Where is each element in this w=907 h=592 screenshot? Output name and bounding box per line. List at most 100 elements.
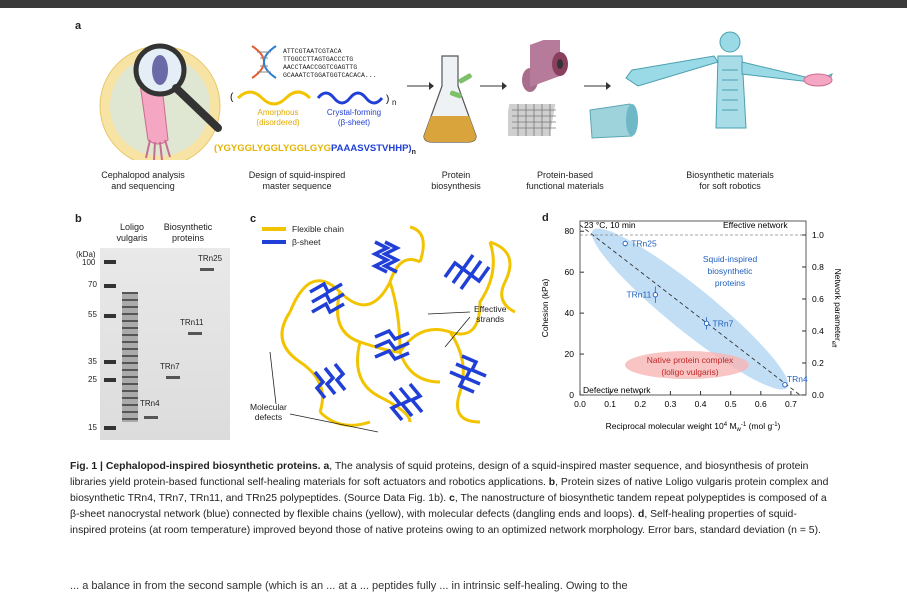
data-point (622, 240, 628, 247)
caption-materials: Protein-based functional materials (510, 170, 620, 192)
xlabel-sup: 4 (724, 422, 728, 428)
caption-c-label: c (449, 493, 455, 504)
band-label: TRn25 (198, 254, 223, 263)
gel-col2-header: Biosynthetic proteins (156, 222, 220, 244)
caption-analysis: Cephalopod analysis and sequencing (82, 170, 204, 192)
crystal-label: Crystal-forming (β-sheet) (314, 108, 394, 128)
panel-c-label: c (250, 213, 257, 225)
native-label: Native protein complex (647, 355, 734, 365)
ladder-tick: 35 (88, 357, 97, 366)
caption-d-text: , Self-healing properties of squid-inspi… (70, 509, 821, 536)
flask-icon (423, 55, 477, 143)
caption-line: Protein-based (536, 170, 594, 180)
effective-network-label: Effective network (723, 220, 788, 230)
dna-sequence: ATTCGTAATCGTACA TTGGCCTTAGTGACCCTG AACCT… (283, 48, 377, 80)
legend-flexible-swatch (262, 227, 286, 231)
y2-axis-label: Network parametereff (830, 269, 843, 348)
kda-label: (kDa) (76, 250, 96, 259)
data-point (782, 382, 788, 388)
native-lane (122, 292, 138, 422)
top-bar (0, 0, 907, 8)
gel-image (100, 248, 230, 440)
amorphous-label: Amorphous (disordered) (246, 108, 310, 128)
y2-tick-label: 0.4 (812, 326, 824, 336)
native-ellipse (625, 351, 749, 379)
point-label: TRn25 (631, 239, 657, 249)
figure-caption: Fig. 1 | Cephalopod-inspired biosyntheti… (70, 459, 830, 539)
y2-tick-label: 0.8 (812, 262, 824, 272)
caption-line: Biosynthetic materials (686, 170, 774, 180)
native-label: (loligo vulgaris) (661, 367, 718, 377)
mesh-icon (508, 104, 556, 136)
point-label: TRn7 (713, 318, 734, 328)
film-icon (589, 103, 638, 139)
caption-c-text: , The nanostructure of biosynthetic tand… (70, 493, 827, 520)
x-tick-label: 0.0 (574, 399, 586, 409)
header-line: proteins (171, 233, 205, 243)
x-tick-label: 0.2 (634, 399, 646, 409)
band-trn7 (166, 376, 180, 379)
ladder-band (104, 360, 116, 364)
caption-design: Design of squid-inspired master sequence (232, 170, 362, 192)
effective-line: strands (476, 314, 505, 324)
legend-beta-label: β-sheet (292, 237, 321, 247)
chain-schematic: ( ) (230, 90, 389, 106)
dna-line: TTGGCCTTAGTGACCCTG (283, 56, 354, 63)
ladder-tick: 55 (88, 310, 97, 319)
arrow-icon (407, 82, 434, 90)
y-tick-label: 80 (565, 226, 575, 236)
sequence-yellow: (YGYGGLYGGLYGGLGYG (214, 143, 332, 154)
squid-magnifier-illustration (99, 43, 222, 160)
dna-line: ATTCGTAATCGTACA (283, 48, 342, 55)
ladder-tick: 70 (88, 280, 97, 289)
y2-tick-label: 0.6 (812, 294, 824, 304)
caption-line: master sequence (262, 181, 332, 191)
defective-network-label: Defective network (583, 385, 651, 395)
ladder-band (104, 378, 116, 382)
y2-tick-label: 1.0 (812, 230, 824, 240)
y-tick-label: 40 (565, 308, 575, 318)
panel-a-label: a (75, 20, 82, 32)
squid-label: biosynthetic (708, 266, 754, 276)
xlabel-sup2: -1 (741, 422, 747, 428)
caption-b-text: , Protein sizes of native Loligo vulgari… (70, 477, 829, 504)
y-tick-label: 20 (565, 349, 575, 359)
spool-icon (522, 40, 568, 92)
y2-label-sub: eff (830, 341, 836, 348)
caption-biosynthesis: Protein biosynthesis (416, 170, 496, 192)
band-label: TRn4 (140, 399, 160, 408)
x-tick-label: 0.1 (604, 399, 616, 409)
effective-strands-label: Effective strands (474, 304, 506, 324)
xlabel-text: Reciprocal molecular weight 10 (606, 421, 724, 431)
panel-b-label: b (75, 213, 82, 225)
crystal-title: Crystal-forming (326, 108, 382, 117)
ladder-tick: 100 (82, 258, 96, 267)
caption-line: and sequencing (111, 181, 175, 191)
xlabel-end: (mol g (746, 421, 772, 431)
data-point (703, 320, 710, 327)
ladder-tick: 15 (88, 423, 97, 432)
caption-robotics: Biosynthetic materials for soft robotics (664, 170, 796, 192)
header-line: vulgaris (116, 233, 148, 243)
caption-line: functional materials (526, 181, 604, 191)
ladder-band (104, 426, 116, 430)
data-point (652, 292, 658, 298)
caption-d-label: d (637, 509, 645, 520)
caption-line: for soft robotics (699, 181, 761, 191)
caption-a-label: a (323, 461, 330, 472)
caption-line: Cephalopod analysis (101, 170, 185, 180)
dna-line: AACCTAACCGGTCGAGTTG (283, 64, 358, 71)
x-tick-label: 0.5 (725, 399, 737, 409)
condition-label: 23 °C, 10 min (584, 220, 636, 230)
y-tick-label: 60 (565, 267, 575, 277)
arrow-icon (584, 82, 611, 90)
body-text-line: ... a balance in from the second sample … (70, 580, 628, 592)
repeat-n: n (392, 98, 397, 107)
x-tick-label: 0.3 (664, 399, 676, 409)
y-tick-label: 0 (569, 390, 574, 400)
x-axis-label: Reciprocal molecular weight 104 Mw-1 (mo… (606, 421, 781, 433)
x-tick-label: 0.7 (785, 399, 797, 409)
caption-fig-label: Fig. 1 | Cephalopod-inspired biosyntheti… (70, 461, 321, 472)
ladder-band (104, 284, 116, 288)
